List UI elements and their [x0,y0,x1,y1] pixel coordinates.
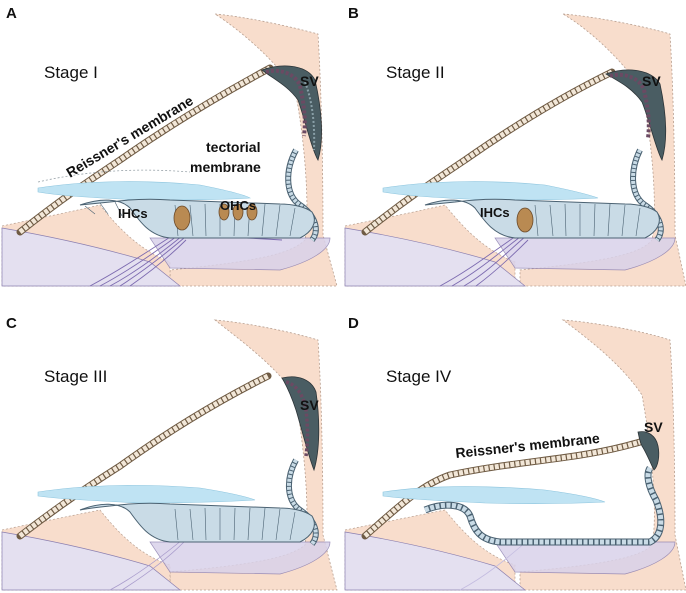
panel-b: B Stage II SV IHCs [344,5,686,287]
sv-label: SV [642,73,661,89]
stage-title: Stage IV [386,367,452,386]
outer-hair-cell [218,203,230,221]
tectorial-membrane [382,181,599,201]
stage-title: Stage II [386,63,445,82]
panel-letter: A [6,5,17,22]
stria-vascularis [605,69,667,161]
stage-title: Stage III [44,367,107,386]
stria-vascularis [281,376,320,472]
basilar-membrane [494,237,676,271]
tectorial-membrane-label-line1: tectorial [206,139,260,155]
sv-label: SV [300,397,319,413]
epithelial-cells [534,203,641,237]
panel-a: A Stage I SV Reissner's membrane tectori… [1,5,338,287]
ihc-label: IHCs [118,206,148,221]
tectorial-membrane [37,181,251,201]
basilar-region [1,227,181,287]
organ-of-corti [79,502,315,543]
ihc-label: IHCs [480,205,510,220]
inner-hair-cell [516,207,534,233]
basilar-membrane [494,541,676,575]
panel-letter: B [348,5,359,22]
epithelial-cells [174,507,296,541]
nerve-fibers [459,541,527,591]
outer-hair-cell [246,203,258,221]
panel-letter: C [6,315,17,332]
panel-c: C Stage III SV [1,315,338,591]
basilar-region [344,227,526,287]
sv-label: SV [300,73,319,89]
hair-cells [173,203,258,231]
sv-label: SV [644,419,663,435]
nerve-fibers [109,539,185,591]
stria-vascularis [637,431,660,471]
basilar-region [344,531,526,591]
lateral-wall [519,319,686,591]
basilar-membrane [149,541,331,575]
organ-of-corti [424,198,660,239]
basilar-region [1,531,181,591]
tectorial-membrane [37,485,256,504]
stria-vascularis [261,65,322,161]
panel-letter: D [348,315,359,332]
ohc-label: OHCs [220,198,256,213]
tectorial-membrane [382,486,606,504]
stage-title: Stage I [44,63,98,82]
outer-hair-cell [232,203,244,221]
panel-d: D Stage IV SV Reissner's membrane [344,315,686,591]
basilar-membrane [149,237,331,271]
inner-hair-cell [173,205,191,231]
tectorial-membrane-label-line2: membrane [190,159,261,175]
reissners-membrane-label: Reissner's membrane [63,92,196,180]
